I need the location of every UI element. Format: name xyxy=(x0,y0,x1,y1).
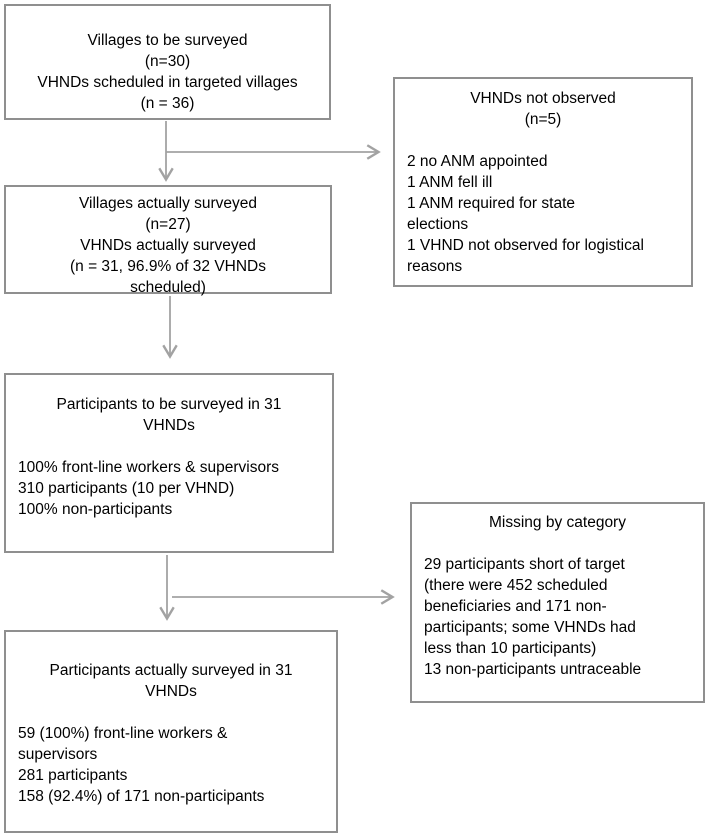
text-line: (n = 36) xyxy=(140,95,195,112)
box-body: 59 (100%) front-line workers & superviso… xyxy=(6,723,336,807)
box-participants-to-be-surveyed: Participants to be surveyed in 31 VHNDs … xyxy=(4,373,334,553)
text-line: supervisors xyxy=(18,746,98,763)
box-title: Participants actually surveyed in 31 VHN… xyxy=(6,660,336,702)
box-title: Villages actually surveyed (n=27) VHNDs … xyxy=(6,193,330,298)
box-body: 2 no ANM appointed 1 ANM fell ill 1 ANM … xyxy=(395,151,691,277)
text-line: 13 non-participants untraceable xyxy=(424,661,642,678)
box-title: Missing by category xyxy=(412,512,703,533)
text-line: 100% non-participants xyxy=(18,501,173,518)
text-line: (n=30) xyxy=(144,53,191,70)
text-line: Participants actually surveyed in 31 xyxy=(49,662,293,679)
box-title: Participants to be surveyed in 31 VHNDs xyxy=(6,394,332,436)
text-line: elections xyxy=(407,216,469,233)
text-line: Missing by category xyxy=(489,514,626,531)
text-line: (n=5) xyxy=(524,111,562,128)
text-line: VHNDs xyxy=(143,417,195,434)
text-line: 1 ANM required for state xyxy=(407,195,575,212)
text-line: (there were 452 scheduled xyxy=(424,577,608,594)
text-line: 310 participants (10 per VHND) xyxy=(18,480,235,497)
text-line: participants; some VHNDs had xyxy=(424,619,636,636)
text-line: less than 10 participants) xyxy=(424,640,597,657)
text-line: reasons xyxy=(407,258,463,275)
box-title: VHNDs not observed (n=5) xyxy=(395,88,691,130)
text-line: beneficiaries and 171 non- xyxy=(424,598,607,615)
box-body: 100% front-line workers & supervisors 31… xyxy=(6,457,332,520)
text-line: 1 VHND not observed for logistical xyxy=(407,237,644,254)
box-body: 29 participants short of target (there w… xyxy=(412,554,703,680)
box-villages-to-be-surveyed: Villages to be surveyed (n=30) VHNDs sch… xyxy=(4,4,331,120)
text-line: 2 no ANM appointed xyxy=(407,153,548,170)
box-title: Villages to be surveyed (n=30) VHNDs sch… xyxy=(6,30,329,114)
text-line: Villages to be surveyed xyxy=(87,32,248,49)
text-line: 1 ANM fell ill xyxy=(407,174,493,191)
text-line: 100% front-line workers & supervisors xyxy=(18,459,280,476)
text-line: (n = 31, 96.9% of 32 VHNDs xyxy=(69,258,266,275)
text-line: VHNDs xyxy=(145,683,197,700)
text-line: (n=27) xyxy=(145,216,191,233)
text-line: 158 (92.4%) of 171 non-participants xyxy=(18,788,265,805)
box-vhnds-not-observed: VHNDs not observed (n=5) 2 no ANM appoin… xyxy=(393,77,693,287)
text-line: Villages actually surveyed xyxy=(78,195,258,212)
box-villages-actually-surveyed: Villages actually surveyed (n=27) VHNDs … xyxy=(4,185,332,296)
text-line: VHNDs scheduled in targeted villages xyxy=(37,74,298,91)
text-line: scheduled) xyxy=(130,279,206,296)
text-line: VHNDs actually surveyed xyxy=(80,237,256,254)
text-line: Participants to be surveyed in 31 xyxy=(56,396,282,413)
text-line: 281 participants xyxy=(18,767,128,784)
text-line: VHNDs not observed xyxy=(470,90,616,107)
text-line: 29 participants short of target xyxy=(424,556,625,573)
box-missing-by-category: Missing by category 29 participants shor… xyxy=(410,502,705,703)
box-participants-actually-surveyed: Participants actually surveyed in 31 VHN… xyxy=(4,630,338,833)
text-line: 59 (100%) front-line workers & xyxy=(18,725,228,742)
